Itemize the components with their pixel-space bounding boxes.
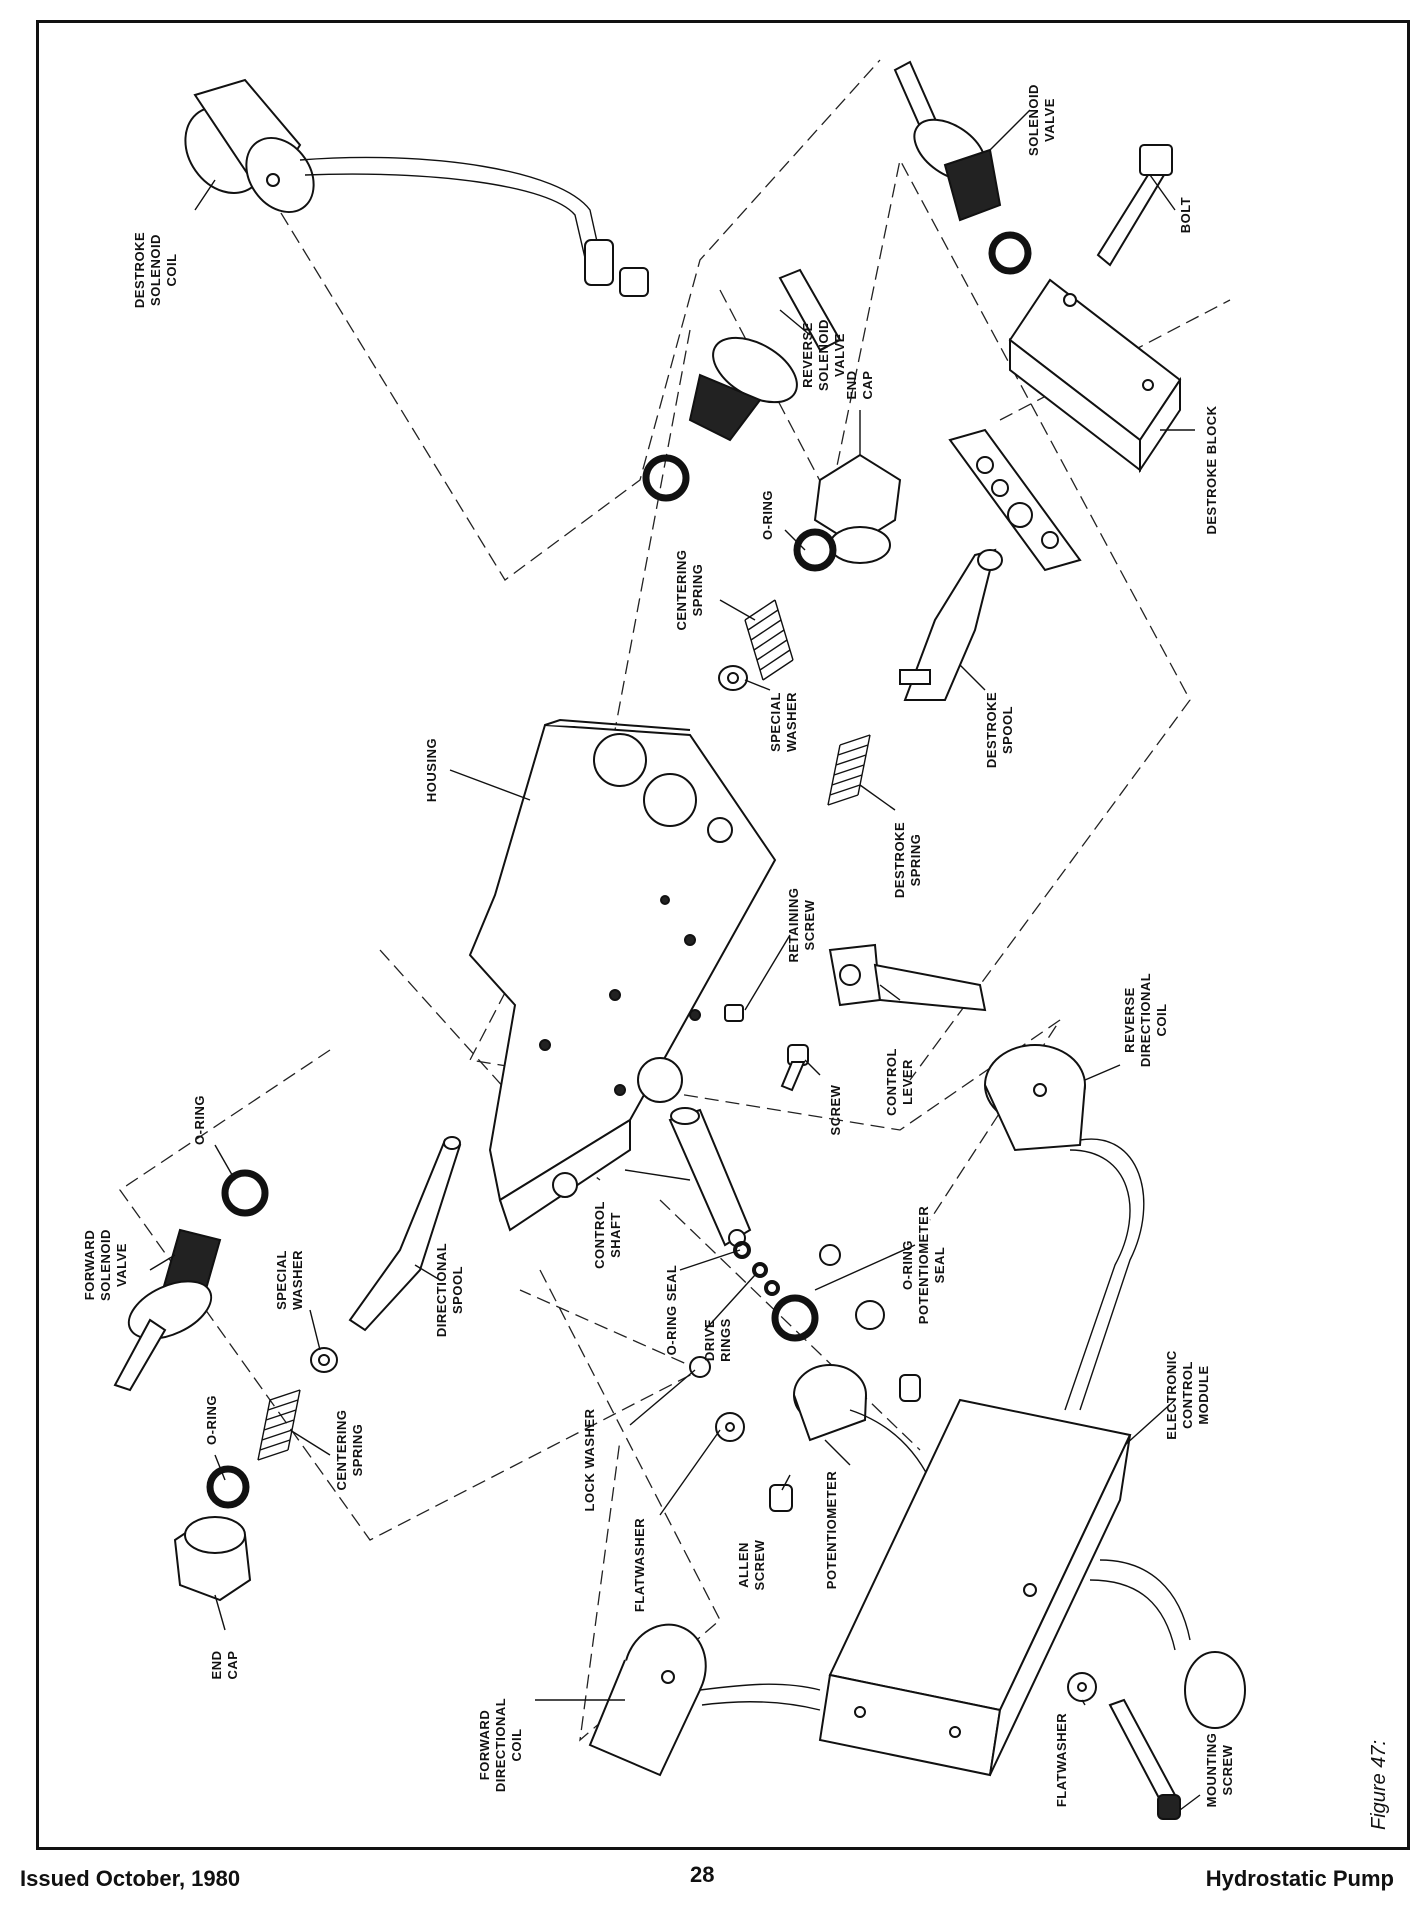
label-bolt: BOLT (1178, 197, 1193, 233)
label-destroke-solenoid-coil: DESTROKESOLENOIDCOIL (132, 232, 179, 308)
o-ring-top (793, 528, 837, 572)
control-lever (828, 943, 987, 1012)
label-special-washer-top: SPECIALWASHER (768, 692, 799, 752)
label-control-lever: CONTROLLEVER (884, 1048, 915, 1116)
label-end-cap-top: ENDCAP (844, 371, 875, 400)
bolt (1096, 144, 1173, 267)
figure-caption: Figure 47: (1368, 1740, 1390, 1830)
o-ring-seal-part (819, 1244, 841, 1266)
directional-spool (348, 1136, 462, 1332)
retaining-screw (724, 1004, 744, 1022)
destroke-spring (827, 734, 871, 806)
label-special-washer-left: SPECIALWASHER (274, 1250, 305, 1310)
control-shaft (668, 1107, 752, 1247)
allen-screw (769, 1374, 921, 1512)
figure-frame (36, 20, 1410, 1850)
footer-issue-date: Issued October, 1980 (20, 1866, 241, 1891)
forward-directional-coil (588, 1623, 821, 1777)
label-potentiometer: POTENTIOMETER (824, 1471, 839, 1590)
label-o-ring-left: O-RING (192, 1095, 207, 1145)
flatwasher-left (715, 1412, 745, 1442)
label-centering-spring-bottom: CENTERINGSPRING (334, 1409, 365, 1490)
label-retaining-screw: RETAININGSCREW (786, 887, 817, 962)
label-housing: HOUSING (424, 738, 439, 802)
centering-spring-bottom (257, 1389, 301, 1461)
potentiometer (793, 1300, 931, 1481)
solenoid-valve (893, 60, 1032, 275)
footer-document-title: Hydrostatic Pump (1205, 1866, 1394, 1891)
destroke-solenoid-coil (184, 78, 649, 297)
label-centering-spring-top: CENTERINGSPRING (674, 549, 705, 630)
label-lock-washer: LOCK WASHER (582, 1408, 597, 1511)
o-ring-bottom (206, 1465, 250, 1509)
drive-rings (733, 1241, 780, 1296)
label-solenoid-valve: SOLENOIDVALVE (1026, 84, 1057, 156)
flatwasher-right (1067, 1672, 1097, 1702)
label-o-ring-bottom: O-RING (204, 1395, 219, 1445)
destroke-spool (899, 548, 1003, 701)
o-ring-potentiometer-seal (771, 1294, 819, 1342)
special-washer-top (718, 665, 748, 691)
callout-labels: DESTROKESOLENOIDCOIL SOLENOIDVALVE BOLT … (82, 84, 1235, 1807)
label-flatwasher-left: FLATWASHER (632, 1518, 647, 1612)
centering-spring-top (744, 599, 794, 681)
reverse-directional-coil (984, 1044, 1145, 1411)
electronic-control-module (818, 1398, 1246, 1777)
gasket (948, 428, 1082, 572)
label-control-shaft: CONTROLSHAFT (592, 1201, 623, 1269)
housing (468, 718, 777, 1232)
destroke-block (1008, 278, 1182, 474)
label-reverse-solenoid-valve: REVERSESOLENOIDVALVE (800, 319, 847, 391)
forward-solenoid-valve (113, 1228, 222, 1392)
label-electronic-control-module: ELECTRONICCONTROLMODULE (1164, 1350, 1211, 1440)
screw (780, 1044, 809, 1092)
label-forward-solenoid-valve: FORWARDSOLENOIDVALVE (82, 1229, 129, 1301)
label-screw: SCREW (828, 1084, 843, 1135)
label-o-ring-seal: O-RING SEAL (664, 1265, 679, 1356)
label-mounting-screw: MOUNTINGSCREW (1204, 1733, 1235, 1808)
page-footer: Issued October, 1980 28 Hydrostatic Pump (0, 1862, 1416, 1900)
label-drive-rings: DRIVERINGS (702, 1318, 733, 1362)
special-washer-left (310, 1347, 338, 1373)
label-end-cap-bottom: ENDCAP (209, 1651, 240, 1680)
label-directional-spool: DIRECTIONALSPOOL (434, 1243, 465, 1337)
leader-lines (149, 109, 1201, 1811)
label-destroke-block: DESTROKE BLOCK (1204, 405, 1219, 534)
label-flatwasher-right: FLATWASHER (1054, 1713, 1069, 1807)
o-ring-left (221, 1169, 269, 1217)
label-destroke-spool: DESTROKESPOOL (984, 692, 1015, 768)
reverse-solenoid-valve (642, 268, 842, 502)
end-cap-bottom (173, 1516, 252, 1602)
lock-washer (689, 1356, 711, 1378)
label-forward-directional-coil: FORWARDDIRECTIONALCOIL (477, 1698, 524, 1792)
label-reverse-directional-coil: REVERSEDIRECTIONALCOIL (1122, 973, 1169, 1067)
label-o-ring-top: O-RING (760, 490, 775, 540)
end-cap-top (813, 453, 902, 564)
label-allen-screw: ALLENSCREW (736, 1539, 767, 1590)
label-o-ring-potentiometer-seal: O-RINGPOTENTIOMETERSEAL (900, 1206, 947, 1325)
footer-page-number: 28 (690, 1862, 715, 1887)
label-destroke-spring: DESTROKESPRING (892, 822, 923, 898)
mounting-screw (1108, 1698, 1181, 1820)
